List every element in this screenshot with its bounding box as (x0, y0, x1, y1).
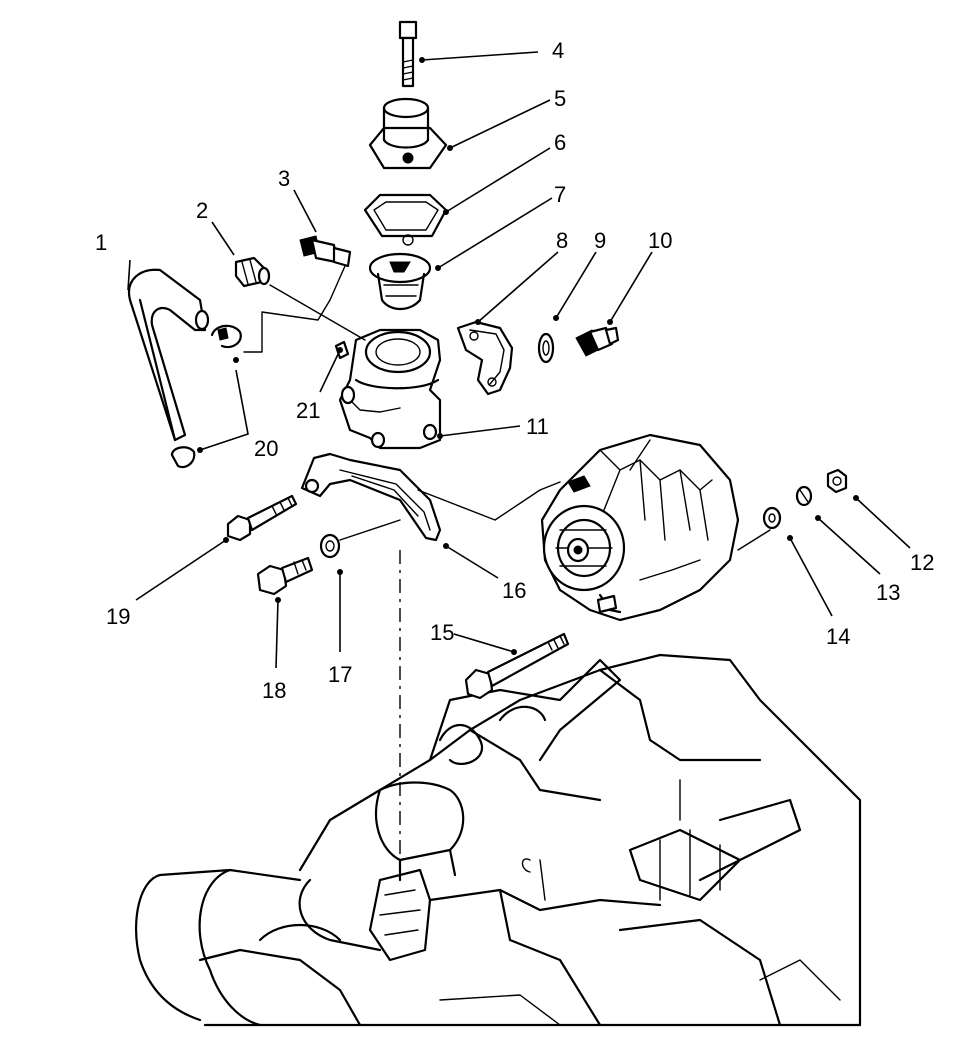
hose-clamp (170, 324, 242, 469)
coolant-hose (127, 268, 210, 442)
callout-7: 7 (554, 182, 566, 207)
thermostat (368, 252, 432, 311)
callout-3: 3 (278, 166, 290, 191)
housing-bolt (398, 20, 418, 88)
callout-21: 21 (296, 398, 320, 423)
callout-20: 20 (254, 436, 278, 461)
callout-1: 1 (95, 230, 107, 255)
housing-gasket (456, 320, 514, 396)
assembly-lines (243, 265, 771, 551)
callout-labels: 1 2 3 4 5 6 7 8 9 10 11 12 13 14 15 16 1… (95, 38, 934, 703)
thermostat-housing (334, 328, 442, 450)
alternator-washer (762, 506, 782, 530)
callout-17: 17 (328, 662, 352, 687)
callout-leaders (127, 51, 911, 669)
callout-19: 19 (106, 604, 130, 629)
alternator-lock-washer (795, 485, 813, 507)
temperature-sender (299, 235, 352, 268)
callout-16: 16 (502, 578, 526, 603)
callout-11: 11 (526, 414, 549, 439)
callout-15: 15 (430, 620, 454, 645)
alternator-nut (826, 468, 848, 494)
callout-9: 9 (594, 228, 606, 253)
pivot-bolt (256, 556, 314, 596)
callout-8: 8 (556, 228, 568, 253)
callout-18: 18 (262, 678, 286, 703)
alternator-bracket (300, 452, 442, 542)
callout-4: 4 (552, 38, 564, 63)
callout-6: 6 (554, 130, 566, 155)
callout-2: 2 (196, 198, 208, 223)
callout-14: 14 (826, 624, 850, 649)
hose-fitting (234, 256, 271, 288)
engine-block (134, 653, 862, 1027)
oil-pressure-switch (575, 326, 620, 357)
alternator-through-bolt (464, 632, 570, 700)
outlet-gasket (363, 193, 448, 246)
callout-5: 5 (554, 86, 566, 111)
bracket-bolt (226, 494, 298, 542)
callout-13: 13 (876, 580, 900, 605)
thermostat-outlet (368, 97, 448, 170)
callout-10: 10 (648, 228, 672, 253)
sensor-washer (537, 332, 555, 364)
alternator (540, 433, 740, 622)
bracket-washer (319, 533, 341, 559)
callout-12: 12 (910, 550, 934, 575)
